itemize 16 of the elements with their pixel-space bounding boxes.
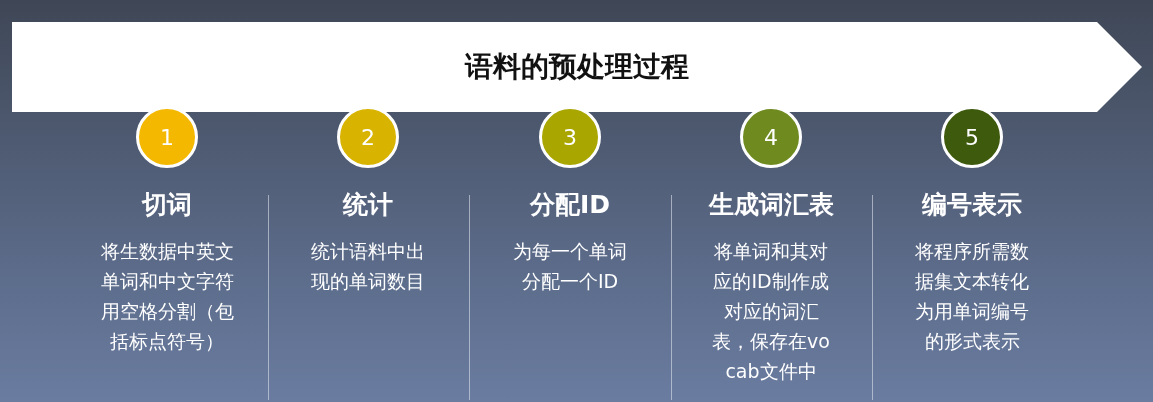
- step-number-circle: 4: [740, 106, 802, 168]
- step-number-circle: 5: [941, 106, 1003, 168]
- step-description: 将单词和其对应的ID制作成对应的词汇表，保存在vocab文件中: [711, 239, 831, 384]
- step-number-circle: 2: [337, 106, 399, 168]
- step-description: 将程序所需数据集文本转化为用单词编号的形式表示: [914, 239, 1030, 354]
- step-heading: 编号表示: [921, 189, 1023, 221]
- step-heading: 统计: [341, 189, 394, 221]
- step-description: 将生数据中英文单词和中文字符用空格分割（包括标点符号）: [99, 239, 235, 354]
- step-number-circle: 3: [539, 106, 601, 168]
- step-heading: 分配ID: [528, 189, 612, 221]
- step-description: 为每一个单词分配一个ID: [512, 239, 628, 294]
- step-number-circle: 1: [136, 106, 198, 168]
- step-heading: 生成词汇表: [707, 189, 835, 221]
- step-heading: 切词: [140, 189, 193, 221]
- title-text: 语料的预处理过程: [465, 49, 689, 85]
- step-description: 统计语料中出现的单词数目: [310, 239, 426, 294]
